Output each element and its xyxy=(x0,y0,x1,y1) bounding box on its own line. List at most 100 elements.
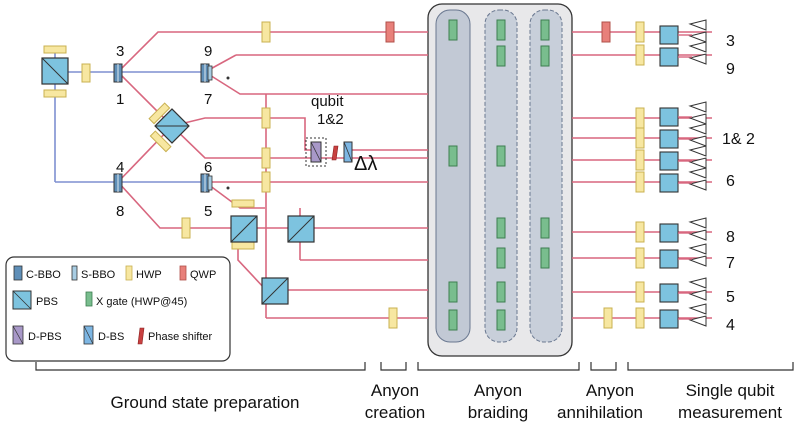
port-6: 6 xyxy=(204,159,212,176)
qubit-box xyxy=(305,137,327,167)
measurement-pbs xyxy=(659,25,679,329)
braiding-column-1 xyxy=(435,9,471,343)
legend-qwp: QWP xyxy=(190,269,216,281)
x-gate xyxy=(496,247,506,269)
x-gate xyxy=(540,45,550,67)
detector-icon xyxy=(688,315,707,327)
x-gate xyxy=(448,309,458,331)
detector-icon xyxy=(688,229,707,241)
qubit-dbs xyxy=(343,141,353,163)
port-9: 9 xyxy=(204,43,212,60)
stage-annihilation-1: Anyon xyxy=(586,381,634,400)
stage-braiding-1: Anyon xyxy=(474,381,522,400)
output-6: 6 xyxy=(726,173,735,190)
output-9: 9 xyxy=(726,61,735,78)
legend-sbbo: S-BBO xyxy=(81,269,116,281)
port-5: 5 xyxy=(204,203,212,220)
legend-dpbs: D-PBS xyxy=(28,331,62,343)
output-5: 5 xyxy=(726,289,735,306)
port-labels: 3 1 9 7 4 8 6 5 xyxy=(116,43,212,220)
legend-hwp-icon xyxy=(125,265,133,281)
detector-icon xyxy=(688,31,707,43)
sbbo-crystals xyxy=(207,65,213,191)
output-labels: 3 9 1& 2 6 8 7 5 4 xyxy=(722,33,755,334)
detector-icon xyxy=(688,123,707,135)
detector-icon xyxy=(688,303,707,315)
port-1: 1 xyxy=(116,91,124,108)
x-gate xyxy=(448,281,458,303)
legend: C-BBO S-BBO HWP QWP PBS X gate (HWP@45) … xyxy=(5,256,231,362)
pump-hwp-bottom xyxy=(43,89,67,98)
qubit-dpbs xyxy=(310,141,322,163)
x-gate xyxy=(496,309,506,331)
detector-icon xyxy=(688,179,707,191)
x-gate xyxy=(540,247,550,269)
legend-xgate-icon xyxy=(85,291,93,307)
legend-hwp: HWP xyxy=(136,269,162,281)
detector-icon xyxy=(688,19,707,31)
stage-ground: Ground state preparation xyxy=(110,393,299,412)
detector-icon xyxy=(688,277,707,289)
stage-creation-2: creation xyxy=(365,403,425,422)
x-gate xyxy=(448,19,458,41)
output-1-2: 1& 2 xyxy=(722,131,755,148)
small-markers xyxy=(226,76,230,190)
x-gate xyxy=(540,19,550,41)
hwp-plates xyxy=(181,21,645,329)
port-8: 8 xyxy=(116,203,124,220)
qubit-label-line1: qubit xyxy=(311,93,344,110)
detector-icon xyxy=(688,255,707,267)
detector-group xyxy=(678,19,707,327)
cbbo-crystals xyxy=(113,63,210,193)
x-gate xyxy=(448,145,458,167)
legend-cbbo-icon xyxy=(13,265,23,281)
detector-icon xyxy=(688,243,707,255)
output-8: 8 xyxy=(726,229,735,246)
detector-icon xyxy=(688,113,707,125)
legend-xgate: X gate (HWP@45) xyxy=(96,296,187,308)
braiding-column-2 xyxy=(484,9,518,343)
detector-icon xyxy=(688,289,707,301)
port-7: 7 xyxy=(204,91,212,108)
port-4: 4 xyxy=(116,159,124,176)
legend-phase: Phase shifter xyxy=(148,331,213,343)
stage-braiding-2: braiding xyxy=(468,403,529,422)
detector-icon xyxy=(688,101,707,113)
x-gate xyxy=(496,45,506,67)
detector-icon xyxy=(688,145,707,157)
output-7: 7 xyxy=(726,255,735,272)
x-gate-group xyxy=(448,19,550,331)
braiding-column-3 xyxy=(529,9,563,343)
legend-sbbo-icon xyxy=(71,265,78,281)
pbs-hwp-upper xyxy=(148,102,171,125)
pump-pbs xyxy=(41,57,69,85)
detector-icon xyxy=(688,217,707,229)
delta-lambda-label: Δλ xyxy=(354,153,377,175)
stage-creation-1: Anyon xyxy=(371,381,419,400)
stage-measurement-2: measurement xyxy=(678,403,782,422)
x-gate xyxy=(496,145,506,167)
pump-hwp xyxy=(81,63,91,83)
detector-icon xyxy=(688,157,707,169)
stage-labels: Ground state preparation Anyon creation … xyxy=(110,381,782,422)
port-3: 3 xyxy=(116,43,124,60)
pump-beam-paths xyxy=(54,52,210,183)
pump-hwp-top xyxy=(43,45,67,54)
legend-qwp-icon xyxy=(179,265,187,281)
x-gate xyxy=(496,19,506,41)
qubit-label-line2: 1&2 xyxy=(317,111,344,128)
detector-icon xyxy=(688,41,707,53)
pbs-hwp-lower xyxy=(149,130,172,153)
x-gate xyxy=(496,217,506,239)
legend-phase-icon xyxy=(137,327,145,345)
stage-measurement-1: Single qubit xyxy=(686,381,775,400)
central-pbs xyxy=(154,108,190,144)
output-4: 4 xyxy=(726,317,735,334)
x-gate xyxy=(496,281,506,303)
qwp-plates xyxy=(385,21,611,43)
pbs-cube-diagonals xyxy=(230,215,315,305)
legend-cbbo: C-BBO xyxy=(26,269,61,281)
detector-icon xyxy=(688,53,707,65)
phase-shifter-icon xyxy=(331,145,339,161)
